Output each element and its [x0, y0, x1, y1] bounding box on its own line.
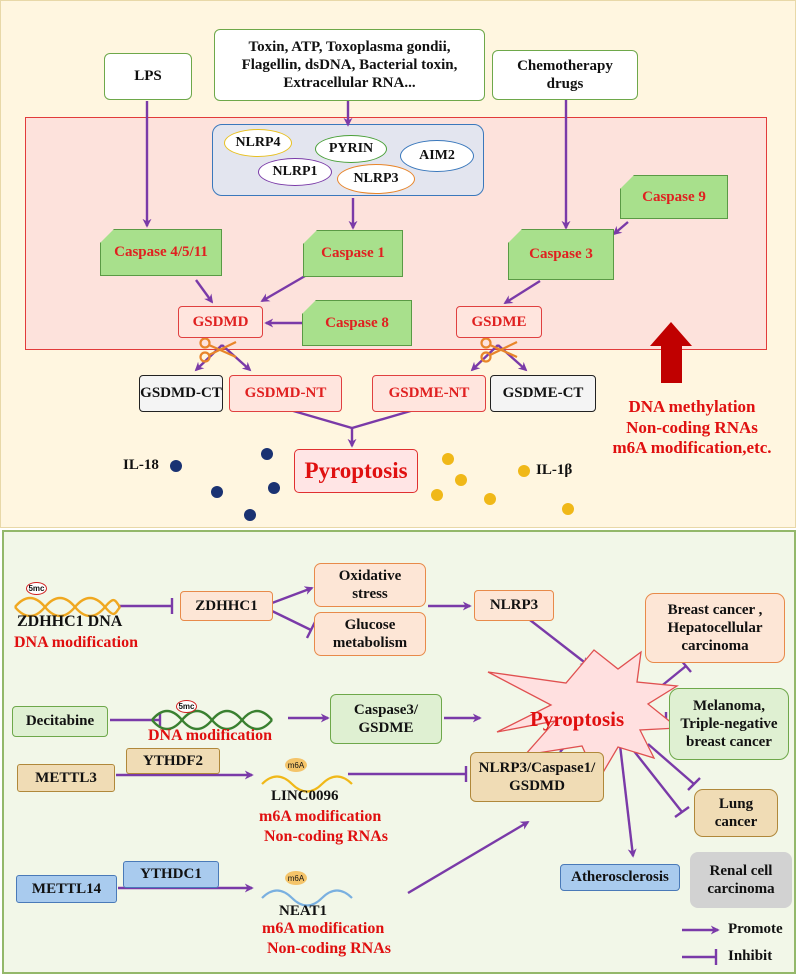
gsdme-ct-box: GSDME-CT — [490, 375, 596, 412]
gsdmd-nt-box: GSDMD-NT — [229, 375, 342, 412]
arrow-pyro-athero — [618, 744, 637, 858]
arrow-nlrp3-pyroptosis — [529, 619, 590, 667]
decitabine-box: Decitabine — [12, 706, 108, 737]
arrow-nt-pyroptosis — [289, 408, 415, 430]
noncoding-rnas-label-2: Non-coding RNAs — [267, 940, 392, 957]
pyroptosis-label-bottom: Pyroptosis — [530, 707, 625, 731]
arrow-gsdmd-nt — [221, 344, 252, 372]
pyrin-oval: PYRIN — [315, 135, 387, 163]
5mc-badge-2: 5mc — [176, 700, 197, 713]
inhibit-pyro-lung-2 — [629, 745, 683, 813]
caspase8-box: Caspase 8 — [302, 300, 412, 346]
dna-modification-label-2: DNA modification — [148, 727, 272, 744]
nlrp4-oval: NLRP4 — [224, 129, 292, 157]
pyroptosis-box-top: Pyroptosis — [294, 449, 418, 493]
il1b-label: IL-1β — [536, 462, 573, 478]
scissors-icon-right — [480, 337, 518, 363]
dna-helix-decitabine — [151, 709, 273, 731]
il1b-dots — [431, 453, 574, 515]
caspase3-box: Caspase 3 — [508, 229, 614, 280]
mettl14-box: METTL14 — [16, 875, 117, 903]
ythdc1-box: YTHDC1 — [123, 861, 219, 888]
regulation-up-arrow — [650, 322, 692, 383]
il18-dots — [170, 448, 280, 521]
gsdme-box: GSDME — [456, 306, 542, 338]
arrow-casp3-gsdme — [503, 279, 541, 305]
lps-box: LPS — [104, 53, 192, 100]
neat1-label: NEAT1 — [279, 903, 328, 919]
nlrp1-oval: NLRP1 — [258, 158, 332, 186]
legend-inhibit-label: Inhibit — [728, 948, 773, 964]
rna-strand-linc — [261, 775, 353, 793]
gsdmd-ct-box: GSDMD-CT — [139, 375, 223, 412]
zdhhc1-box: ZDHHC1 — [180, 591, 273, 621]
5mc-badge-1: 5mc — [26, 582, 47, 595]
arrow-casp4511-gsdmd — [195, 279, 214, 304]
m6a-badge-1: m6A — [285, 758, 307, 772]
gsdme-nt-box: GSDME-NT — [372, 375, 486, 412]
arrow-zdhhc1-oxidative — [271, 586, 314, 605]
inhibit-pyro-lung-1 — [647, 743, 695, 785]
nlrp3-box-bottom: NLRP3 — [474, 590, 554, 621]
linc0096-label: LINC0096 — [271, 788, 339, 804]
caspase9-box: Caspase 9 — [620, 175, 728, 219]
il18-label: IL-18 — [123, 457, 159, 473]
dna-helix-zdhhc1 — [14, 596, 121, 618]
inhibit-zdhhc1-glucose — [271, 609, 312, 632]
rna-strand-neat1 — [261, 889, 353, 907]
legend-promote-label: Promote — [728, 921, 783, 937]
nlrp3-caspase1-gsdmd-box: NLRP3/Caspase1/GSDMD — [470, 752, 604, 802]
zdhhc1-dna-label: ZDHHC1 DNA — [17, 613, 123, 630]
caspase1-box: Caspase 1 — [303, 230, 403, 277]
m6a-modification-label-2: m6A modification — [262, 920, 385, 937]
m6a-modification-label-1: m6A modification — [259, 808, 382, 825]
arrow-casp9-casp3 — [612, 221, 629, 236]
arrow-gsdme-nt — [470, 344, 499, 372]
scissors-icon-left — [199, 337, 237, 363]
noncoding-rnas-label-1: Non-coding RNAs — [264, 828, 389, 845]
arrow-neat1-nlrp3c — [407, 820, 530, 895]
dna-modification-label-1: DNA modification — [14, 634, 138, 651]
m6a-badge-2: m6A — [285, 871, 307, 885]
atherosclerosis-box: Atherosclerosis — [560, 864, 680, 891]
nlrp3-oval: NLRP3 — [337, 164, 415, 194]
caspase3-gsdme-box: Caspase3/GSDME — [330, 694, 442, 744]
arrow-casp1-gsdmd — [260, 274, 306, 303]
stimuli-box: Toxin, ATP, Toxoplasma gondii,Flagellin,… — [214, 29, 485, 101]
caspase4511-box: Caspase 4/5/11 — [100, 229, 222, 276]
ythdf2-box: YTHDF2 — [126, 748, 220, 774]
aim2-oval: AIM2 — [400, 140, 474, 172]
mettl3-box: METTL3 — [17, 764, 115, 792]
gsdmd-box: GSDMD — [178, 306, 263, 338]
